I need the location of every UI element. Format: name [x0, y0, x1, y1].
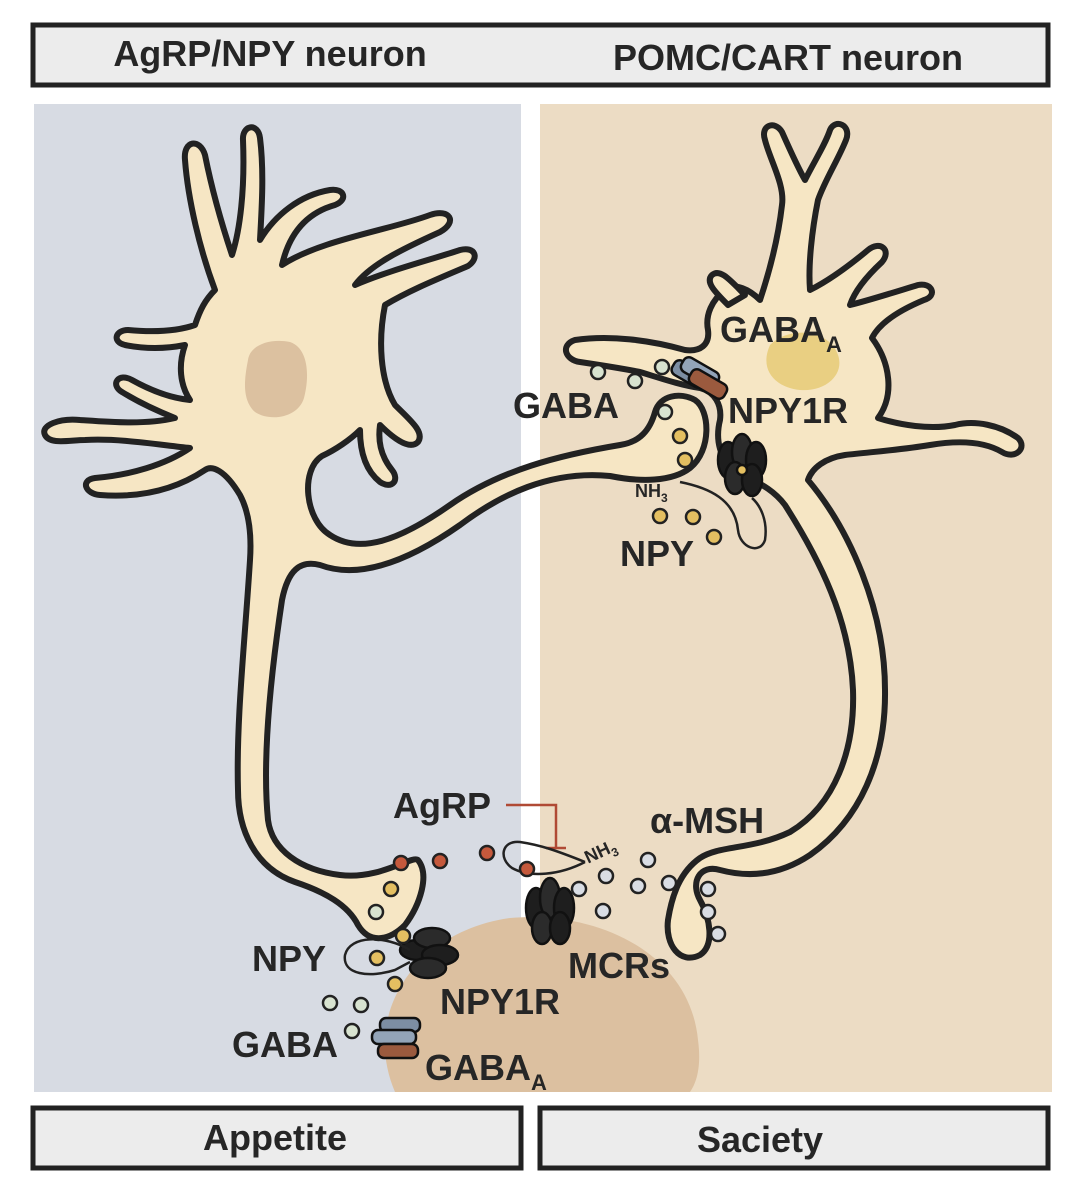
gaba-a-receptor-bottom	[370, 1016, 422, 1060]
agrp-neuron-body	[41, 124, 710, 942]
gaba-a-receptor-top	[670, 356, 729, 400]
saciety-box	[537, 1105, 1051, 1171]
pomc-nucleus	[766, 332, 840, 391]
pomc-dendrite-top-left	[706, 270, 748, 308]
pomc-neuron-title: POMC/CART neuron	[613, 37, 963, 78]
npy-peptide-loop-top	[679, 480, 767, 550]
top-vesicles	[589, 358, 723, 546]
alpha-msh-label: α-MSH	[650, 800, 764, 841]
nh3-label-top: NH3	[635, 481, 668, 505]
agrp-label: AgRP	[393, 785, 491, 826]
gaba-a-label-top: GABAA	[720, 309, 842, 357]
npy1r-label-top: NPY1R	[728, 390, 848, 431]
target-cell	[384, 917, 700, 1092]
agrp-peptide-loop	[502, 840, 586, 876]
gaba-label-top: GABA	[513, 385, 619, 426]
npy1r-label-bottom: NPY1R	[440, 981, 560, 1022]
bottom-vesicles	[321, 844, 727, 1040]
mcrs-label: MCRs	[568, 945, 670, 986]
npy-peptide-loop-bottom	[343, 938, 411, 976]
gaba-a-label-bottom: GABAA	[425, 1047, 547, 1095]
gaba-label-bottom: GABA	[232, 1024, 338, 1065]
saciety-label: Saciety	[697, 1119, 823, 1160]
npy-label-bottom: NPY	[252, 938, 326, 979]
npy1r-receptor-bottom	[398, 926, 460, 980]
agrp-neuron-title: AgRP/NPY neuron	[113, 33, 426, 74]
appetite-label: Appetite	[203, 1117, 347, 1158]
appetite-box	[30, 1105, 524, 1171]
npy-label-top: NPY	[620, 533, 694, 574]
npy1r-receptor-top	[716, 432, 768, 498]
header-box	[30, 22, 1051, 88]
mcrs-receptor	[524, 876, 576, 946]
agrp-nucleus	[244, 340, 308, 418]
